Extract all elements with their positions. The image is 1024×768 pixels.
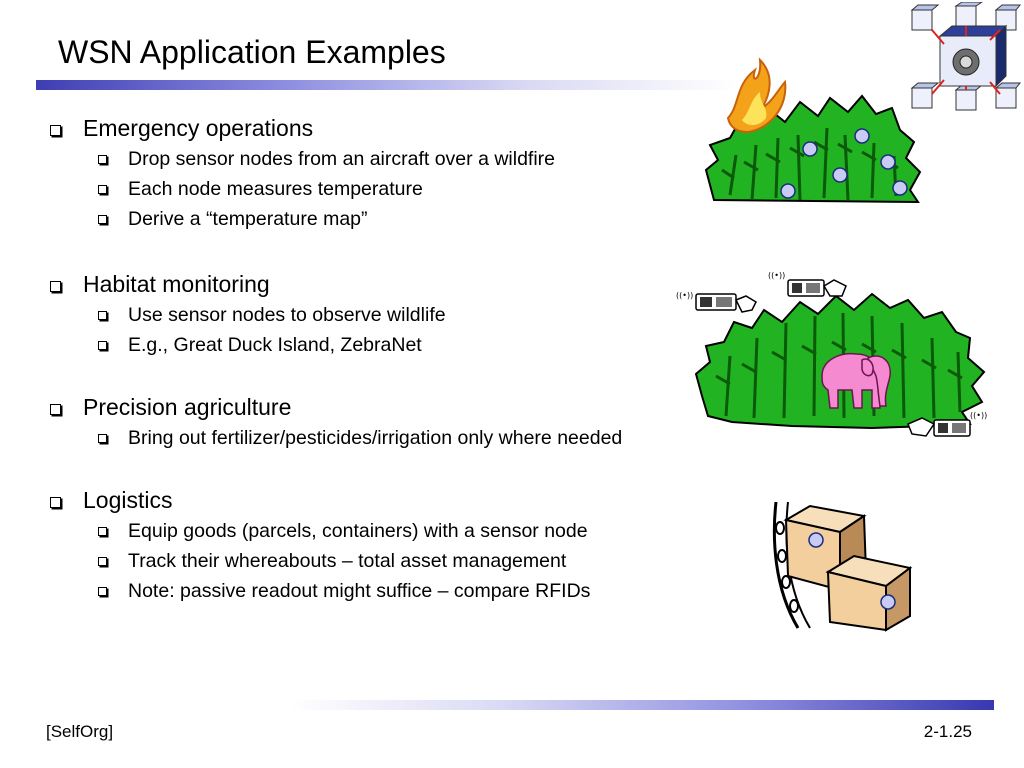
sub-bullet-text: Derive a “temperature map” [128,208,368,230]
bullet-box-icon [50,125,61,136]
bullet-list: Emergency operations Drop sensor nodes f… [46,113,726,606]
bullet-heading-text: Habitat monitoring [83,271,270,297]
sensor-node-icon: ((•)) [907,411,987,437]
title-divider [36,80,736,90]
slide-title: WSN Application Examples [58,34,446,70]
sub-bullet: Use sensor nodes to observe wildlife [46,300,726,330]
bullet-box-icon [98,311,107,320]
bullet-heading: Emergency operations [46,113,726,144]
bullet-heading-text: Logistics [83,487,173,513]
sub-bullet: E.g., Great Duck Island, ZebraNet [46,330,726,360]
sensor-node-icon: ((•)) [768,271,847,297]
bullet-box-icon [98,527,107,536]
svg-text:((•)): ((•)) [970,411,987,420]
network-cubes-logo-icon [910,2,1022,111]
svg-text:((•)): ((•)) [768,271,785,280]
bullet-box-icon [98,557,107,566]
bullet-heading: Habitat monitoring [46,269,726,300]
sub-bullet-text: Use sensor nodes to observe wildlife [128,304,446,326]
bullet-heading-text: Emergency operations [83,115,314,141]
sub-bullet-text: Track their whereabouts – total asset ma… [128,550,567,572]
sub-bullet: Bring out fertilizer/pesticides/irrigati… [46,423,726,453]
sub-bullet-text: Each node measures temperature [128,178,423,200]
bullet-box-icon [98,341,107,350]
footer-divider [290,700,994,710]
sub-bullet: Each node measures temperature [46,174,726,204]
bullet-heading: Precision agriculture [46,392,726,423]
sub-bullet-text: Drop sensor nodes from an aircraft over … [128,148,556,170]
sub-bullet-text: Equip goods (parcels, containers) with a… [128,520,588,542]
bullet-box-icon [98,215,107,224]
sub-bullet: Drop sensor nodes from an aircraft over … [46,144,726,174]
bullet-box-icon [98,155,107,164]
bullet-box-icon [50,497,61,508]
bullet-heading: Logistics [46,485,726,516]
bullet-box-icon [98,587,107,596]
sensor-node-icon: ((•)) [676,291,757,313]
forest-elephant-sensors-icon: ((•)) ((•)) ((•)) [676,271,987,437]
bullet-box-icon [98,185,107,194]
bullet-box-icon [50,281,61,292]
forest-fire-sensors-icon [704,57,922,204]
sub-bullet-text: Bring out fertilizer/pesticides/irrigati… [128,427,623,449]
bullet-heading-text: Precision agriculture [83,394,292,420]
sub-bullet-text: Note: passive readout might suffice – co… [128,580,591,602]
footer-source: [SelfOrg] [46,722,114,741]
slide-number: 2-1.25 [923,722,972,741]
svg-text:((•)): ((•)) [676,291,693,300]
parcels-conveyor-icon [772,501,913,632]
sub-bullet: Note: passive readout might suffice – co… [46,576,726,606]
sub-bullet: Equip goods (parcels, containers) with a… [46,516,726,546]
bullet-box-icon [50,404,61,415]
sub-bullet: Derive a “temperature map” [46,204,726,234]
sub-bullet: Track their whereabouts – total asset ma… [46,546,726,576]
sub-bullet-text: E.g., Great Duck Island, ZebraNet [128,334,422,356]
bullet-box-icon [98,434,107,443]
